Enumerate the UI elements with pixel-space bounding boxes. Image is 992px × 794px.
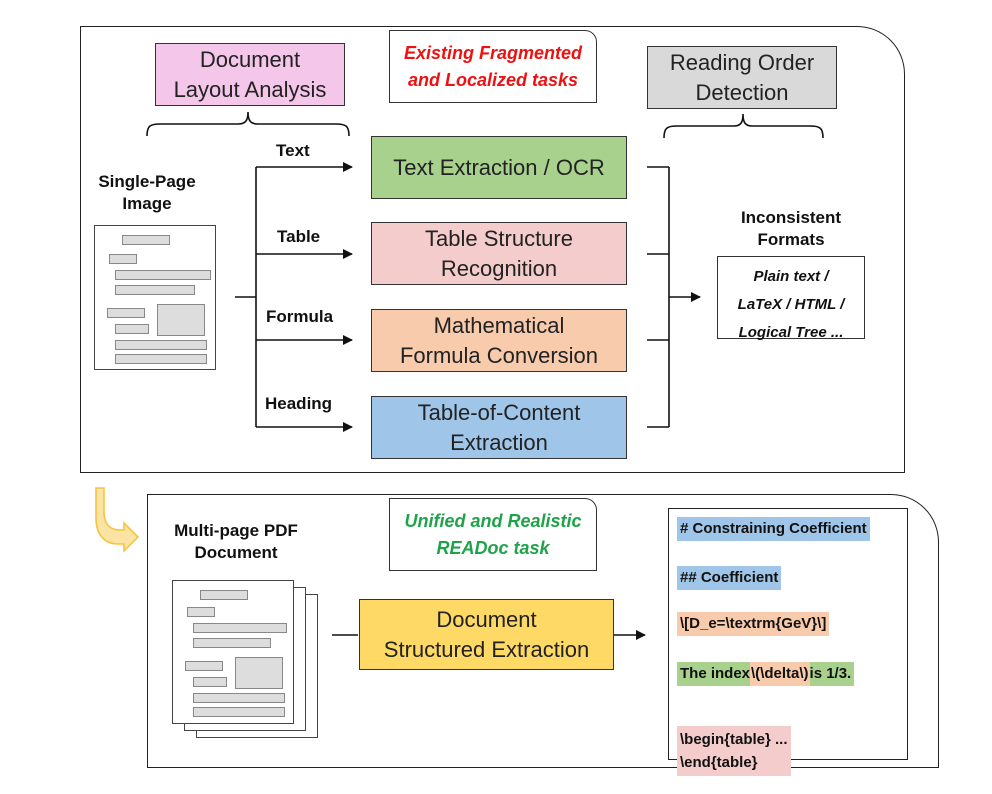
structured-output-box: # Constraining Coefficient ## Coefficien… [668, 508, 908, 776]
text-extraction-ocr-box: Text Extraction / OCR [371, 136, 627, 199]
rod-brace [663, 113, 824, 139]
single-page-image-label: Single-Page Image [98, 172, 196, 213]
output-formats-box: Plain text / LaTeX / HTML / Logical Tree… [717, 256, 865, 341]
multi-page-document-icon [172, 580, 318, 738]
output-line-heading2: ## Coefficient [677, 566, 782, 590]
output-line-paragraph: The index \(\delta\) is 1/3. [677, 662, 855, 686]
branch-label-table: Table [277, 227, 321, 246]
output-line-table: \begin{table} ... \end{table} [677, 708, 791, 776]
branch-label-text: Text [276, 141, 310, 160]
transition-arrow [95, 487, 140, 553]
formula-conversion-box: Mathematical Formula Conversion [371, 309, 627, 372]
existing-tasks-callout: Existing Fragmented and Localized tasks [389, 30, 597, 103]
document-structured-extraction-box: Document Structured Extraction [359, 599, 614, 670]
branch-label-heading: Heading [265, 394, 333, 413]
dla-brace [146, 111, 350, 137]
single-page-document-icon [94, 225, 216, 370]
unified-task-callout: Unified and Realistic READoc task [389, 498, 597, 571]
output-line-formula: \[D_e=\textrm{GeV}\] [677, 612, 830, 636]
output-line-heading1: # Constraining Coefficient [677, 517, 870, 541]
reading-order-detection-box: Reading Order Detection [647, 46, 837, 109]
branch-label-formula: Formula [266, 307, 334, 326]
toc-extraction-box: Table-of-Content Extraction [371, 396, 627, 459]
inconsistent-formats-label: Inconsistent Formats [740, 208, 842, 249]
multi-page-pdf-label: Multi-page PDF Document [174, 521, 298, 562]
table-structure-recognition-box: Table Structure Recognition [371, 222, 627, 285]
document-layout-analysis-box: Document Layout Analysis [155, 43, 345, 106]
